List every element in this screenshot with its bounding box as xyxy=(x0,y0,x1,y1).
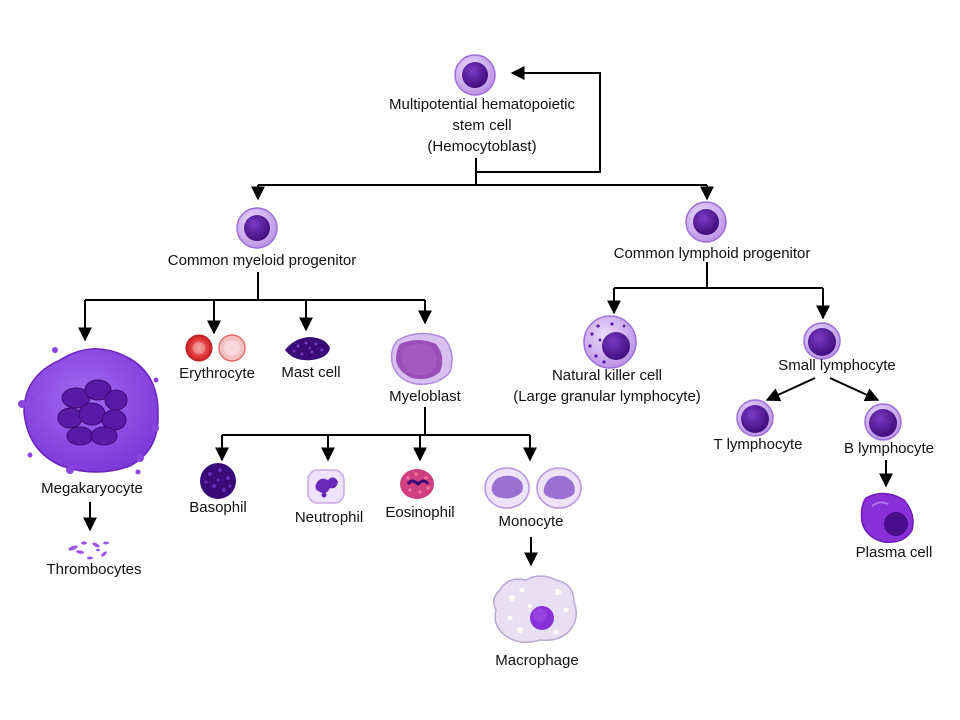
stem-cell-label-line-3: (Hemocytoblast) xyxy=(427,138,537,155)
megakaryocyte-icon xyxy=(18,347,159,475)
lymphoid-progenitor-icon xyxy=(685,201,727,243)
stem-cell-label-line-2: stem cell xyxy=(452,117,512,134)
erythrocyte-icon xyxy=(185,334,246,362)
nk-cell-label-line-1: Natural killer cell xyxy=(551,367,663,384)
eosinophil-icon xyxy=(400,469,434,499)
arrow-to-t-lymphocyte xyxy=(765,377,816,402)
plasma-cell-icon xyxy=(860,492,914,543)
stem-cell-label-line-1: Multipotential hematopoietic xyxy=(389,96,575,113)
basophil-label: Basophil xyxy=(189,499,247,516)
small-lymphocyte-label: Small lymphocyte xyxy=(778,357,896,374)
stem-cell-label: Multipotential hematopoietic stem cell (… xyxy=(389,94,575,157)
myeloid-progenitor-icon xyxy=(236,207,278,249)
thrombocytes-icon xyxy=(68,541,109,560)
neutrophil-label: Neutrophil xyxy=(294,509,364,526)
basophil-icon xyxy=(200,463,236,499)
neutrophil-icon xyxy=(307,469,345,504)
macrophage-icon xyxy=(493,575,577,643)
arrow-to-b-lymphocyte xyxy=(829,377,880,402)
monocyte-label: Monocyte xyxy=(498,513,564,530)
b-lymphocyte-label: B lymphocyte xyxy=(843,440,935,457)
connector-lines xyxy=(78,66,893,567)
macrophage-label: Macrophage xyxy=(495,652,579,669)
mast-cell-label: Mast cell xyxy=(281,364,341,381)
lymphoid-progenitor-label: Common lymphoid progenitor xyxy=(613,245,811,262)
mast-cell-icon xyxy=(285,337,330,361)
megakaryocyte-label: Megakaryocyte xyxy=(41,480,143,497)
monocyte-icon xyxy=(484,467,582,509)
myeloblast-icon xyxy=(390,332,453,385)
nk-cell-label-line-2: (Large granular lymphocyte) xyxy=(513,388,701,405)
self-renewal-arrow xyxy=(476,66,601,173)
myeloblast-label: Myeloblast xyxy=(389,388,461,405)
nk-cell-icon xyxy=(583,315,637,369)
small-lymphocyte-icon xyxy=(803,322,841,360)
thrombocytes-label: Thrombocytes xyxy=(46,561,142,578)
eosinophil-label: Eosinophil xyxy=(385,504,455,521)
nk-cell-label: Natural killer cell (Large granular lymp… xyxy=(513,365,701,407)
t-lymphocyte-label: T lymphocyte xyxy=(713,436,803,453)
t-lymphocyte-icon xyxy=(736,399,774,437)
b-lymphocyte-icon xyxy=(864,403,902,441)
stem-cell-icon xyxy=(454,54,496,96)
plasma-cell-label: Plasma cell xyxy=(855,544,933,561)
erythrocyte-label: Erythrocyte xyxy=(179,365,255,382)
myeloid-progenitor-label: Common myeloid progenitor xyxy=(167,252,357,269)
